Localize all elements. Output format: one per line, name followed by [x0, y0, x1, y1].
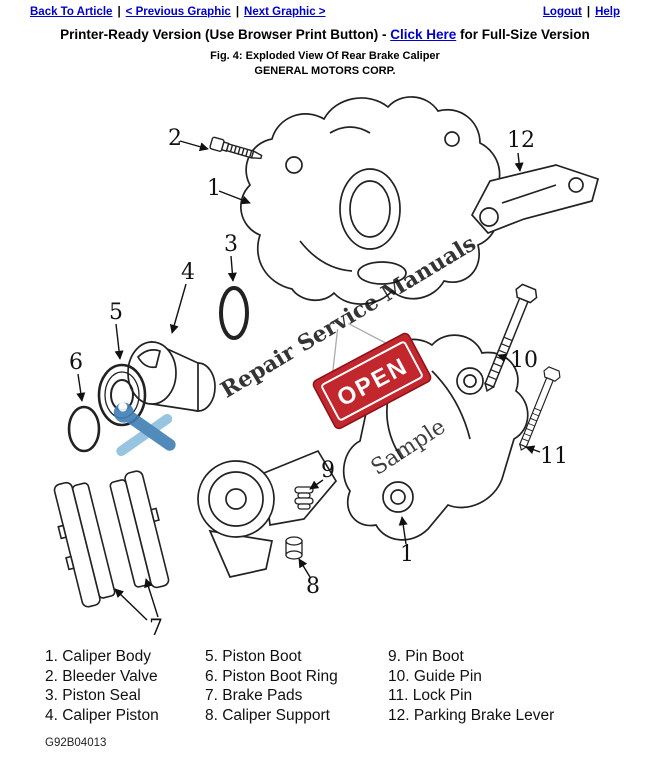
parts-legend: 1. Caliper Body 2. Bleeder Valve 3. Pist…	[0, 647, 650, 725]
legend-column-3: 9. Pin Boot 10. Guide Pin 11. Lock Pin 1…	[388, 647, 650, 725]
brake-pad-outer-part	[53, 481, 116, 608]
separator: |	[117, 6, 121, 18]
top-navigation-bar: Back To Article | < Previous Graphic | N…	[0, 0, 650, 18]
parking-brake-lever-part	[470, 164, 600, 235]
legend-item: 12. Parking Brake Lever	[388, 706, 555, 724]
next-graphic-link[interactable]: Next Graphic >	[244, 6, 326, 18]
caliper-body-part	[240, 96, 501, 305]
printer-ready-line: Printer-Ready Version (Use Browser Print…	[0, 27, 650, 43]
brake-pad-inner-part	[109, 470, 170, 589]
legend-item: 1. Caliper Body	[45, 648, 151, 665]
separator: |	[235, 6, 240, 18]
bleeder-valve-part	[209, 136, 263, 160]
legend-column-2: 5. Piston Boot 6. Piston Boot Ring 7. Br…	[205, 647, 388, 725]
legend-item: 9. Pin Boot	[388, 648, 464, 665]
callout-1-body: 1	[207, 176, 221, 201]
callout-4: 4	[181, 260, 195, 285]
callout-9: 9	[321, 458, 335, 483]
support-bushing-part	[285, 536, 303, 560]
tools-watermark-icon	[113, 402, 176, 457]
open-sign: OPEN	[312, 322, 432, 430]
callout-1-support: 1	[400, 542, 414, 567]
legend-item: 8. Caliper Support	[205, 706, 330, 724]
pin-boot-part	[294, 486, 314, 510]
legend-item: 5. Piston Boot	[205, 648, 302, 665]
figure-code: G92B04013	[45, 737, 107, 749]
printer-ready-text: Printer-Ready Version (Use Browser Print…	[60, 27, 391, 42]
legend-item: 6. Piston Boot Ring	[205, 667, 338, 685]
help-link[interactable]: Help	[595, 6, 620, 18]
callout-12: 12	[507, 128, 535, 153]
legend-item: 4. Caliper Piston	[45, 706, 159, 724]
figure-caption: Fig. 4: Exploded View Of Rear Brake Cali…	[210, 50, 440, 62]
piston-boot-ring-part	[67, 405, 101, 453]
caliper-piston-part	[127, 340, 216, 412]
nav-right: Logout | Help	[543, 6, 620, 18]
callout-11: 11	[540, 444, 568, 469]
legend-item: 10. Guide Pin	[388, 667, 482, 685]
brake-caliper-diagram-svg: Repair Service Manuals Sample OPEN 2	[53, 96, 600, 641]
nav-left: Back To Article | < Previous Graphic | N…	[30, 6, 326, 18]
logout-link[interactable]: Logout	[542, 6, 582, 18]
piston-seal-part	[219, 286, 249, 340]
separator: |	[586, 6, 591, 18]
back-to-article-link[interactable]: Back To Article	[30, 6, 113, 18]
callout-10: 10	[510, 348, 538, 373]
callout-5: 5	[109, 300, 123, 325]
previous-graphic-link[interactable]: < Previous Graphic	[125, 6, 231, 18]
callout-7: 7	[149, 616, 163, 641]
callout-2: 2	[168, 126, 182, 151]
legend-item: 2. Bleeder Valve	[45, 667, 158, 685]
callout-6: 6	[69, 350, 83, 375]
exploded-view-diagram: Repair Service Manuals Sample OPEN 2	[0, 81, 650, 643]
callout-8: 8	[306, 574, 320, 599]
callout-leader-lines	[76, 140, 541, 621]
legend-column-1: 1. Caliper Body 2. Bleeder Valve 3. Pist…	[45, 647, 205, 725]
full-size-version-link[interactable]: Click Here	[390, 27, 457, 42]
caliper-inner-assembly-part	[197, 449, 338, 578]
company-name: GENERAL MOTORS CORP.	[254, 65, 396, 77]
legend-item: 11. Lock Pin	[388, 687, 473, 704]
legend-item: 3. Piston Seal	[45, 687, 141, 704]
legend-item: 7. Brake Pads	[205, 687, 303, 704]
printer-ready-suffix: for Full-Size Version	[456, 27, 590, 42]
callout-3: 3	[224, 232, 238, 257]
